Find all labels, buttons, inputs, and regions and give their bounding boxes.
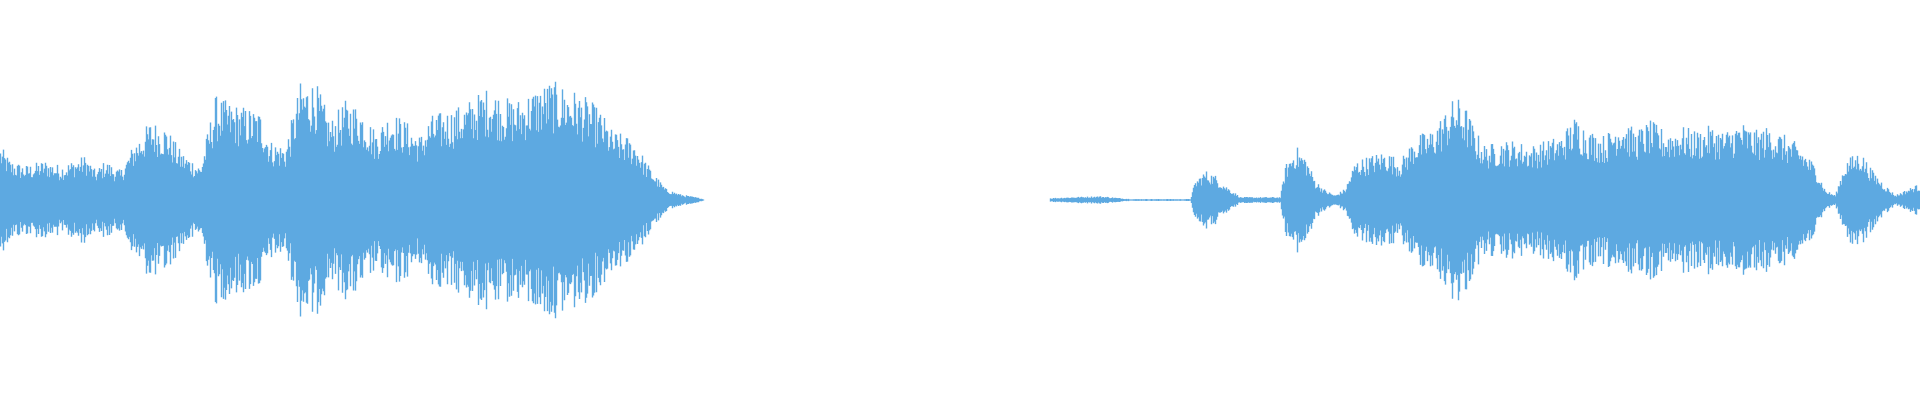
waveform-bars	[0, 81, 705, 319]
waveform-segment-left	[0, 81, 705, 319]
waveform-segment-right	[1049, 99, 1920, 301]
waveform-bars	[1049, 99, 1920, 301]
